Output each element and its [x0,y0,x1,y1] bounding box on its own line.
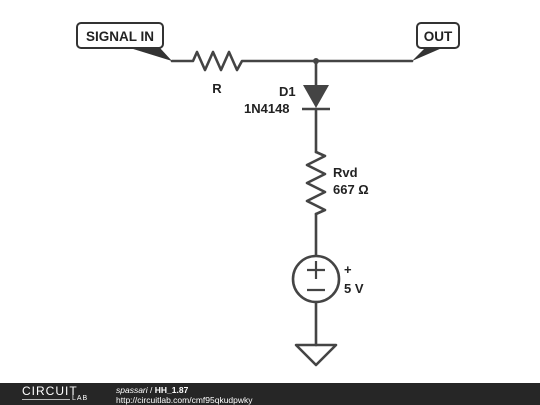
author-separator: / [147,385,155,395]
author-line: spassari / HH_1.87 [116,385,188,395]
resistor-rvd-symbol [305,150,327,216]
resistor-r-label: R [212,81,222,96]
logo-line [22,399,70,400]
voltage-source-symbol [291,254,341,304]
source-value-label: 5 V [344,281,364,296]
out-port[interactable]: OUT [412,22,460,61]
circuitlab-logo[interactable]: CIRCUIT LAB [0,383,112,405]
author-name[interactable]: spassari [116,385,148,395]
source-polarity-label: + [344,262,352,277]
diode-name-label: D1 [279,84,296,99]
logo-sub-text: LAB [72,395,89,402]
diode-part-label: 1N4148 [244,101,290,116]
rvd-value-label: 667 Ω [333,182,369,197]
rvd-name-label: Rvd [333,165,358,180]
footer-bar: CIRCUIT LAB spassari / HH_1.87 http://ci… [0,383,540,405]
circuit-name[interactable]: HH_1.87 [154,385,189,395]
logo-main-text: CIRCUIT [22,384,78,398]
diode-d1-symbol [302,85,330,111]
out-label: OUT [424,29,453,44]
circuit-url[interactable]: http://circuitlab.com/cmf95qkudpwky [116,395,253,405]
resistor-r-symbol [170,50,414,72]
circuit-schematic: SIGNAL IN OUT R D1 1N4148 Rvd 667 Ω + 5 … [76,22,460,367]
signal-in-port[interactable]: SIGNAL IN [76,22,172,61]
ground-icon [294,343,338,367]
signal-in-label: SIGNAL IN [86,29,154,44]
